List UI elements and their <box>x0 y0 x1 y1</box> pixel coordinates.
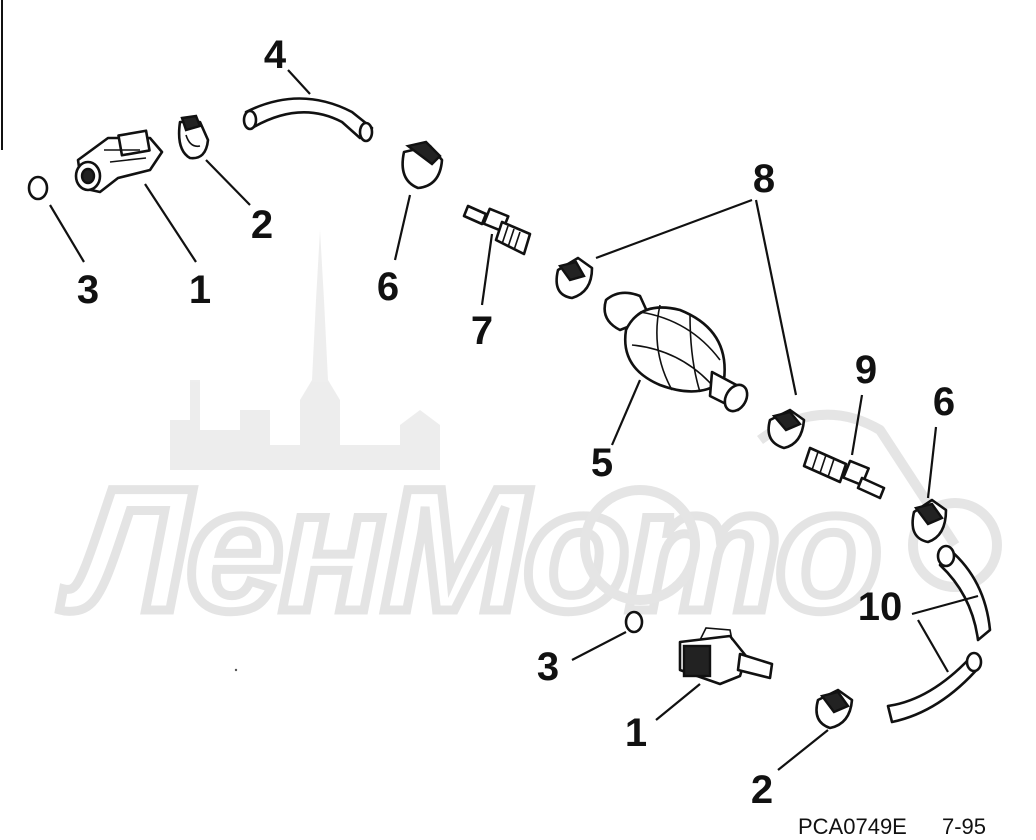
figure-date: 7-95 <box>942 814 986 839</box>
hose-4 <box>242 97 374 143</box>
callout-7: 7 <box>471 309 493 353</box>
leader-10-b <box>917 619 949 673</box>
o-ring-3-bottom <box>624 610 644 634</box>
leader-7 <box>480 233 494 306</box>
callout-1-bottom: 1 <box>625 711 647 755</box>
hose-10-lower <box>886 651 983 724</box>
callout-1-top: 1 <box>189 268 211 312</box>
callout-2-top: 2 <box>251 203 273 247</box>
figure-code: PCA0749E <box>798 814 907 839</box>
clamp-8-lower <box>767 408 806 450</box>
watermark-wheel-rear <box>908 498 1002 592</box>
callout-10: 10 <box>858 585 903 629</box>
leader-6-top <box>393 194 412 261</box>
leader-8-b <box>754 199 798 396</box>
connector-1-top <box>74 129 164 194</box>
callout-3-top: 3 <box>77 268 99 312</box>
watermark-wheel <box>580 485 700 605</box>
connector-1-bottom <box>678 627 774 686</box>
hose-10-upper <box>936 544 992 642</box>
watermark-text: ЛенМото <box>59 453 878 648</box>
leader-10-a <box>911 594 979 616</box>
leader-3-bottom <box>571 631 627 661</box>
clamp-6-top <box>401 140 444 190</box>
clamp-8-upper <box>555 256 594 300</box>
leader-5 <box>610 379 642 446</box>
primer-bulb-5 <box>603 291 749 413</box>
o-ring-3-top <box>27 175 49 201</box>
leader-8-a <box>595 198 753 260</box>
watermark: ЛенМото <box>55 230 1002 653</box>
speck <box>234 668 238 672</box>
clamp-6-lower <box>911 498 948 544</box>
callout-8: 8 <box>753 157 775 201</box>
callout-2-bottom: 2 <box>751 768 773 812</box>
clamp-2-top <box>177 114 210 160</box>
callout-4: 4 <box>264 33 287 77</box>
clamp-2-bottom <box>815 688 854 730</box>
leader-9 <box>850 394 864 456</box>
callout-5: 5 <box>591 441 613 485</box>
leader-4 <box>287 69 311 95</box>
leader-6-lower <box>926 426 938 499</box>
callout-9: 9 <box>855 348 877 392</box>
fitting-9 <box>802 446 886 500</box>
callout-6-top: 6 <box>377 265 399 309</box>
fitting-7 <box>462 204 532 256</box>
leader-1-top <box>144 183 197 263</box>
leader-1-bottom <box>655 683 701 721</box>
leader-2-bottom <box>777 729 829 771</box>
leader-3-top <box>49 204 85 263</box>
callout-3-bottom: 3 <box>537 645 559 689</box>
leader-2-top <box>205 159 251 206</box>
callout-6-lower: 6 <box>933 380 955 424</box>
watermark-cathedral-silhouette <box>170 230 440 470</box>
